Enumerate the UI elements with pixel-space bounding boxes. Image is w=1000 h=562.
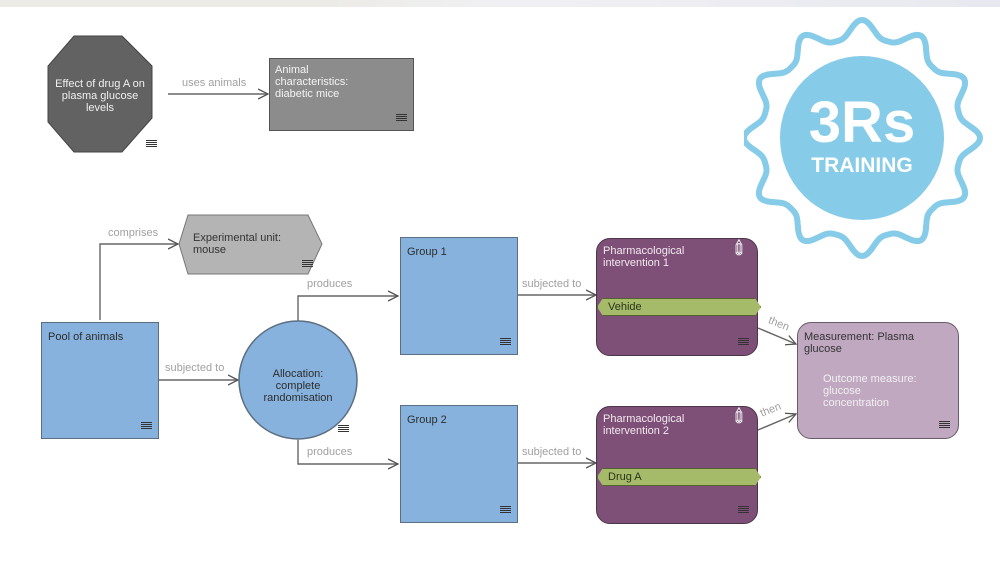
notes-icon bbox=[939, 421, 950, 432]
pharm-intervention-2-label: Pharmacological intervention 2 bbox=[603, 413, 685, 437]
experimental-unit-label: Experimental unit: mouse bbox=[193, 232, 282, 256]
notes-icon bbox=[396, 114, 407, 125]
notes-icon bbox=[146, 140, 157, 151]
pool-of-animals-label: Pool of animals bbox=[48, 331, 124, 343]
edge-then-1 bbox=[757, 327, 796, 344]
study-node[interactable]: Effect of drug A on plasma glucose level… bbox=[52, 78, 148, 114]
logo-3rs-text: 3Rs bbox=[809, 90, 915, 155]
notes-icon bbox=[338, 425, 349, 436]
edge-then-2 bbox=[757, 414, 796, 431]
edge-label-subjected-to-pool: subjected to bbox=[165, 362, 225, 374]
edge-label-produces-1: produces bbox=[307, 278, 353, 290]
animal-characteristics-node[interactable]: Animal characteristics: diabetic mice bbox=[269, 58, 414, 131]
experimental-unit-node[interactable]: Experimental unit: mouse bbox=[193, 232, 293, 256]
notes-icon bbox=[302, 260, 313, 271]
syringe-icon: ✐ bbox=[726, 403, 755, 431]
notes-icon bbox=[500, 506, 511, 517]
pharm-intervention-1-item[interactable]: Vehide bbox=[597, 298, 761, 316]
allocation-node[interactable]: Allocation: complete randomisation bbox=[250, 368, 346, 404]
logo-training-text: TRAINING bbox=[811, 154, 913, 177]
gear-outline bbox=[744, 16, 984, 260]
group-2-node[interactable]: Group 2 bbox=[400, 405, 518, 523]
pharm-intervention-1-item-label: Vehide bbox=[608, 301, 642, 313]
group-1-node[interactable]: Group 1 bbox=[400, 237, 518, 355]
study-node-shape bbox=[47, 35, 153, 153]
allocation-label: Allocation: complete randomisation bbox=[263, 368, 333, 404]
pharm-intervention-1-label: Pharmacological intervention 1 bbox=[603, 245, 685, 269]
group-1-label: Group 1 bbox=[407, 246, 447, 258]
allocation-shape bbox=[238, 320, 358, 440]
measurement-label: Measurement: Plasma glucose bbox=[804, 331, 915, 355]
notes-icon bbox=[738, 506, 749, 517]
group-2-label: Group 2 bbox=[407, 414, 447, 426]
edge-label-subjected-to-1: subjected to bbox=[522, 278, 582, 290]
outcome-measure-node[interactable]: Outcome measure: glucose concentration bbox=[823, 373, 923, 409]
pool-of-animals-node[interactable]: Pool of animals bbox=[41, 322, 159, 439]
3rs-training-logo: 3Rs TRAINING bbox=[744, 16, 984, 260]
pharm-intervention-2-item-label: Drug A bbox=[608, 471, 642, 483]
edge-label-produces-2: produces bbox=[307, 446, 353, 458]
notes-icon bbox=[141, 422, 152, 433]
window-top-strip bbox=[0, 0, 1000, 7]
edge-label-subjected-to-2: subjected to bbox=[522, 446, 582, 458]
animal-characteristics-label: Animal characteristics: diabetic mice bbox=[275, 64, 349, 100]
experimental-unit-shape bbox=[178, 214, 323, 275]
edge-produces-2 bbox=[297, 440, 398, 464]
study-node-label: Effect of drug A on plasma glucose level… bbox=[55, 78, 145, 114]
edge-comprises bbox=[99, 244, 178, 320]
pharm-intervention-1-node[interactable]: Pharmacological intervention 1 ✐ bbox=[596, 235, 758, 356]
measurement-node[interactable]: Measurement: Plasma glucose bbox=[797, 322, 959, 439]
edge-label-comprises: comprises bbox=[108, 227, 159, 239]
edge-label-uses-animals: uses animals bbox=[182, 77, 247, 89]
gear-outline-icon bbox=[744, 16, 984, 260]
edge-produces-1 bbox=[297, 296, 398, 322]
pharm-intervention-2-node[interactable]: Pharmacological intervention 2 ✐ bbox=[596, 403, 758, 524]
notes-icon bbox=[500, 338, 511, 349]
outcome-measure-label: Outcome measure: glucose concentration bbox=[823, 373, 917, 409]
pharm-intervention-2-item[interactable]: Drug A bbox=[597, 468, 761, 486]
notes-icon bbox=[738, 338, 749, 349]
